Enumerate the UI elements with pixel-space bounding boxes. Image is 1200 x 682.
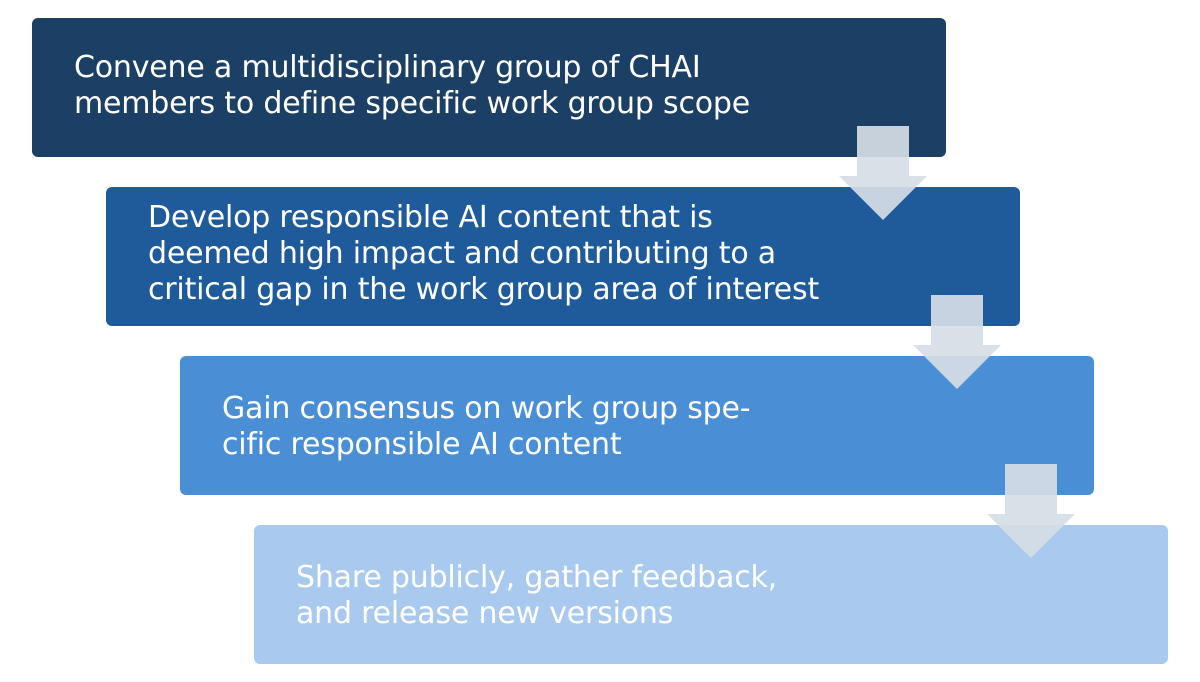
down-arrow-icon [913,295,1001,389]
process-step-3: Gain consensus on work group spe- cific … [180,356,1094,495]
process-step-2: Develop responsible AI content that is d… [106,187,1020,326]
process-step-1-text: Convene a multidisciplinary group of CHA… [74,50,751,121]
process-step-1: Convene a multidisciplinary group of CHA… [32,18,946,157]
process-step-3-text: Gain consensus on work group spe- cific … [222,391,751,462]
process-step-4-text: Share publicly, gather feedback, and rel… [296,560,778,631]
down-arrow-icon [839,126,927,220]
process-step-2-text: Develop responsible AI content that is d… [148,200,820,307]
process-step-4: Share publicly, gather feedback, and rel… [254,525,1168,664]
down-arrow-icon [987,464,1075,558]
